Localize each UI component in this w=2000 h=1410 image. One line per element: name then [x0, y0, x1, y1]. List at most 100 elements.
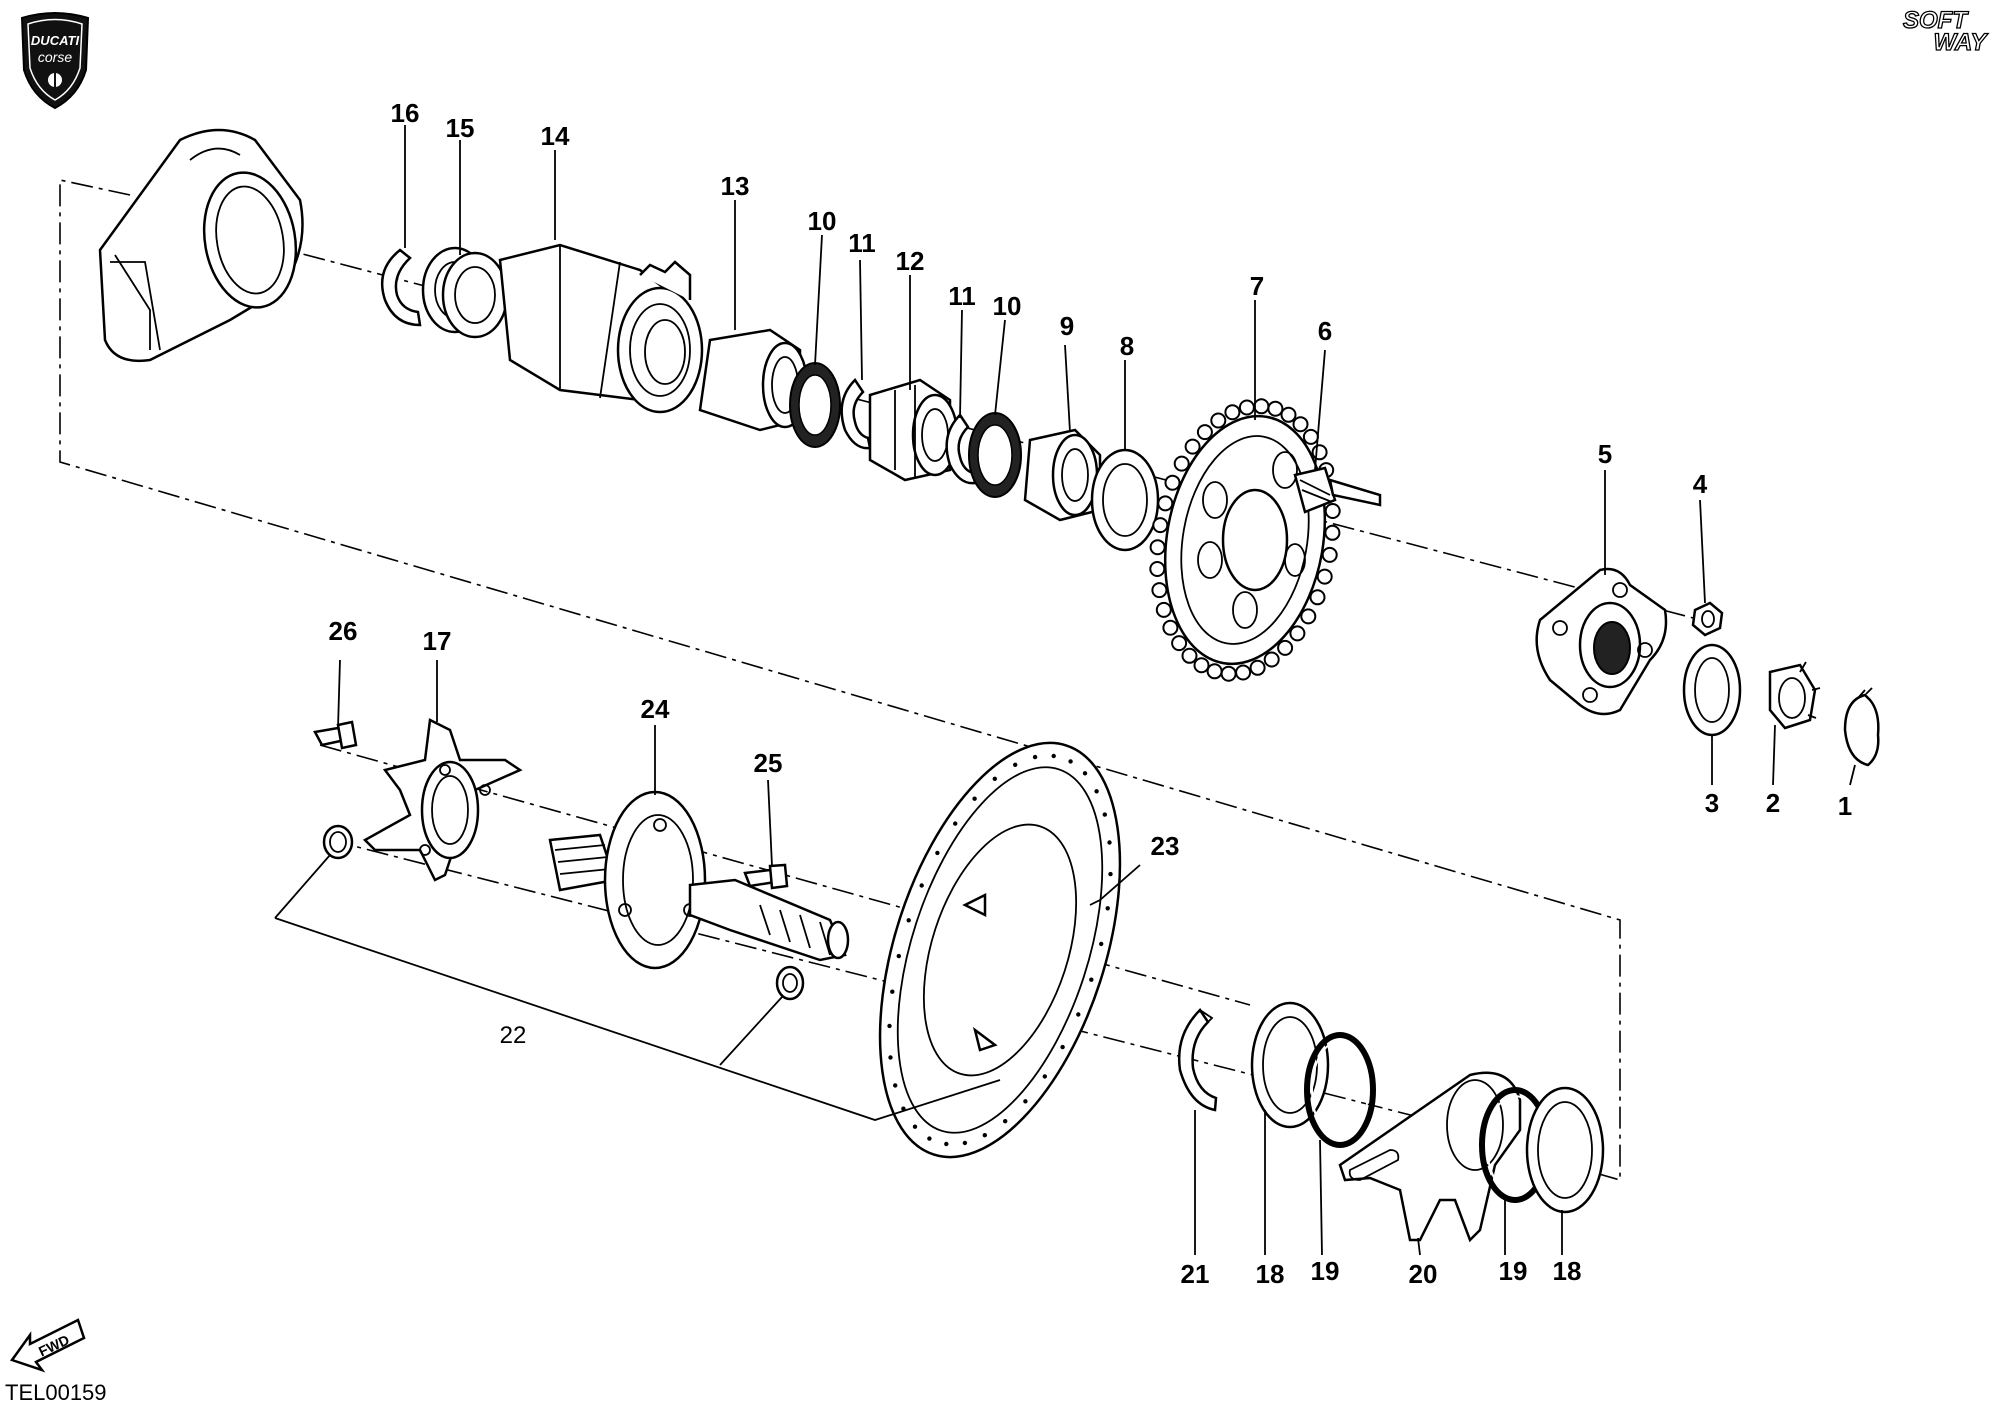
disc-vent-hole [992, 776, 997, 781]
disc-vent-hole [1094, 789, 1099, 794]
sprocket-tooth [1277, 639, 1294, 656]
callout-9: 9 [1060, 311, 1074, 341]
sprocket-tooth [1302, 428, 1319, 445]
callout-26: 26 [329, 616, 358, 646]
sprocket-tooth [1149, 561, 1166, 577]
callout-12: 12 [896, 246, 925, 276]
callout-15: 15 [446, 113, 475, 143]
callout-18a: 18 [1256, 1259, 1285, 1289]
disc-vent-hole [1023, 1099, 1028, 1104]
sprocket-tooth [1311, 444, 1328, 461]
disc-vent-hole [919, 883, 924, 888]
callout-labels: 16 15 14 13 10 11 12 11 10 9 8 7 6 5 4 3… [329, 98, 1853, 1289]
callout-11b: 11 [948, 281, 976, 311]
callout-19b: 19 [1499, 1256, 1528, 1286]
logo-text-corse: corse [38, 49, 72, 65]
part-6-stud [1293, 466, 1382, 514]
disc-vent-hole [1032, 754, 1038, 760]
callout-3: 3 [1705, 788, 1719, 818]
disc-vent-hole [962, 1140, 968, 1146]
part-18-spacer-right [1525, 1086, 1605, 1214]
disc-vent-hole [1108, 871, 1113, 877]
disc-vent-hole [944, 1141, 949, 1147]
fwd-label: FWD [36, 1331, 72, 1359]
forward-direction-arrow: FWD [9, 1318, 86, 1373]
sprocket-tooth [1206, 663, 1223, 680]
part-8-spacer-ring [1090, 448, 1160, 552]
callout-1: 1 [1838, 791, 1852, 821]
part-10-oil-seal-b [968, 412, 1022, 498]
callout-19a: 19 [1311, 1256, 1340, 1286]
sprocket-tooth [1324, 503, 1341, 519]
disc-vent-hole [888, 1055, 893, 1060]
callout-24: 24 [641, 694, 670, 724]
sprocket-tooth [1238, 399, 1255, 416]
part-24-wheel-axle [548, 790, 850, 970]
sprocket-tooth [1292, 416, 1309, 433]
swingarm-housing [98, 128, 304, 363]
disc-vent-hole [890, 989, 895, 994]
disc-vent-hole [927, 1136, 932, 1141]
disc-vent-hole [982, 1133, 987, 1138]
disc-vent-hole [1107, 840, 1112, 845]
sprocket-tooth [1210, 412, 1227, 429]
disc-vent-hole [1051, 753, 1056, 759]
part-7-sprocket [1149, 398, 1341, 682]
leader-lines [274, 125, 1856, 1256]
part-3-washer [1682, 643, 1742, 737]
callout-10a: 10 [808, 206, 837, 236]
sprocket-tooth [1151, 582, 1168, 599]
sprocket-tooth [1171, 635, 1188, 652]
disc-vent-hole [953, 821, 958, 826]
part-22-bush-left [322, 824, 354, 860]
disc-vent-hole [1082, 771, 1088, 776]
sprocket-tooth [1263, 651, 1280, 668]
part-22-bush-right [775, 965, 805, 1001]
disc-vent-hole [1060, 1044, 1065, 1050]
part-5-flange [1535, 567, 1668, 716]
callout-11a: 11 [848, 228, 876, 258]
callout-17: 17 [423, 626, 452, 656]
callout-8: 8 [1120, 331, 1134, 361]
callout-20: 20 [1409, 1259, 1438, 1289]
sprocket-tooth [1193, 657, 1210, 674]
disc-vent-hole [887, 1023, 892, 1029]
part-4-nut [1691, 601, 1724, 637]
callout-4: 4 [1693, 469, 1708, 499]
sprocket-tooth [1164, 474, 1181, 491]
disc-vent-hole [1089, 977, 1094, 982]
sprocket-tooth [1324, 524, 1341, 541]
disc-vent-hole [1068, 759, 1073, 764]
disc-vent-hole [935, 850, 940, 856]
disc-vent-hole [1042, 1074, 1048, 1079]
sprocket-tooth [1309, 589, 1326, 606]
sprocket-tooth [1224, 404, 1241, 421]
callout-13: 13 [721, 171, 750, 201]
part-23-brake-disc [878, 741, 1122, 1159]
sprocket-tooth [1157, 495, 1174, 512]
part-15-bearing [421, 246, 509, 339]
callout-14: 14 [541, 121, 570, 151]
disc-vent-hole [906, 918, 911, 923]
sprocket-tooth [1267, 400, 1284, 417]
disc-vent-hole [1105, 906, 1110, 911]
sprocket-tooth [1316, 568, 1333, 585]
disc-vent-hole [1076, 1012, 1081, 1017]
sprocket-tooth [1220, 665, 1237, 682]
sprocket-tooth [1162, 619, 1179, 636]
sprocket-tooth [1184, 438, 1201, 455]
callout-16: 16 [391, 98, 420, 128]
part-21-circlip [1178, 1008, 1218, 1112]
sprocket-tooth [1173, 455, 1190, 472]
part-17-brake-carrier [362, 718, 523, 882]
drawing-code: TEL00159 [5, 1380, 107, 1405]
logo-text-ducati: DUCATI [31, 33, 80, 48]
callout-25: 25 [754, 748, 783, 778]
part-14-eccentric-hub [498, 243, 704, 414]
sprocket-tooth [1249, 659, 1266, 676]
disc-vent-hole [912, 1124, 918, 1129]
sprocket-tooth [1300, 608, 1317, 625]
callout-2: 2 [1766, 788, 1780, 818]
callout-6: 6 [1318, 316, 1332, 346]
sprocket-tooth [1289, 625, 1306, 642]
